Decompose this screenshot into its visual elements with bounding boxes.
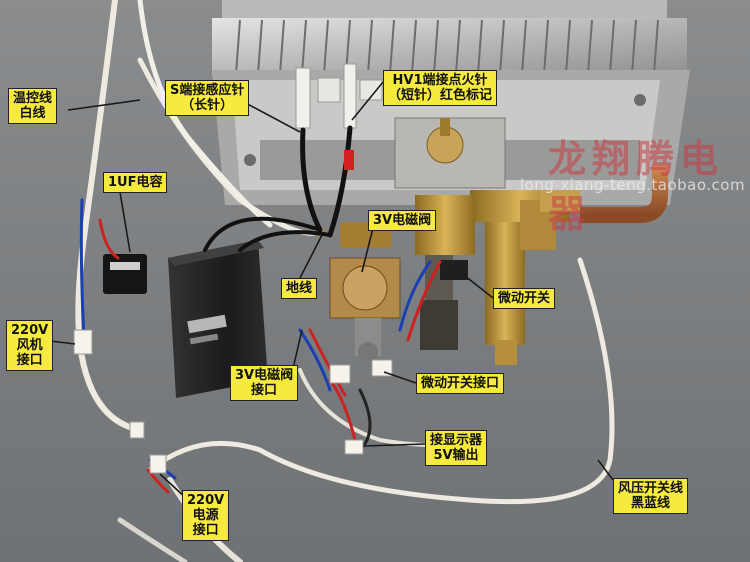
watermark-url: long-xiang-teng.taobao.com bbox=[520, 176, 746, 194]
label-pressure-line2: 黑蓝线 bbox=[631, 496, 671, 511]
label-micro-switch: 微动开关 bbox=[493, 288, 556, 309]
label-display-port-line2: 5V输出 bbox=[433, 448, 479, 463]
connectors bbox=[73, 329, 393, 474]
label-solenoid-port-line2: 接口 bbox=[251, 383, 278, 398]
label-ground: 地线 bbox=[281, 278, 318, 299]
label-solenoid-port-line1: 3V电磁阀 bbox=[235, 368, 294, 383]
capacitor-component bbox=[103, 254, 147, 294]
label-hv1-line1: HV1端接点火针 bbox=[392, 73, 488, 88]
controller-box bbox=[168, 240, 268, 398]
label-fan-port-line1: 220V bbox=[11, 323, 49, 338]
label-display-port-line1: 接显示器 bbox=[430, 433, 483, 448]
label-display-port: 接显示器 5V输出 bbox=[425, 430, 488, 466]
label-power-port: 220V 电源 接口 bbox=[182, 490, 230, 541]
label-solenoid-valve: 3V电磁阀 bbox=[368, 210, 437, 231]
label-solenoid-port: 3V电磁阀 接口 bbox=[230, 365, 299, 401]
label-pressure-switch-wire: 风压开关线 黑蓝线 bbox=[613, 478, 689, 514]
label-power-port-line1: 220V bbox=[187, 493, 225, 508]
label-capacitor: 1UF电容 bbox=[103, 172, 168, 193]
label-fan-port: 220V 风机 接口 bbox=[6, 320, 54, 371]
label-power-port-line2: 电源 bbox=[192, 508, 219, 523]
label-s-terminal-line1: S端接感应针 bbox=[170, 83, 245, 98]
gas-valve-assembly bbox=[315, 117, 668, 365]
label-fan-port-line3: 接口 bbox=[16, 353, 43, 368]
label-s-terminal: S端接感应针 （长针） bbox=[165, 80, 250, 116]
label-hv1-terminal: HV1端接点火针 （短针）红色标记 bbox=[383, 70, 498, 106]
label-micro-switch-port: 微动开关接口 bbox=[416, 373, 505, 394]
label-temp-wire-line2: 白线 bbox=[19, 106, 46, 121]
label-fan-port-line2: 风机 bbox=[16, 338, 43, 353]
label-pressure-line1: 风压开关线 bbox=[618, 481, 684, 496]
label-temp-wire-line1: 温控线 bbox=[13, 91, 53, 106]
label-hv1-line2: （短针）红色标记 bbox=[388, 88, 493, 103]
label-s-terminal-line2: （长针） bbox=[181, 98, 234, 113]
watermark-brand: 龙翔腾电器 bbox=[548, 136, 725, 236]
label-power-port-line3: 接口 bbox=[192, 523, 219, 538]
ignition-electrodes bbox=[295, 63, 383, 129]
label-temp-wire: 温控线 白线 bbox=[8, 88, 58, 124]
